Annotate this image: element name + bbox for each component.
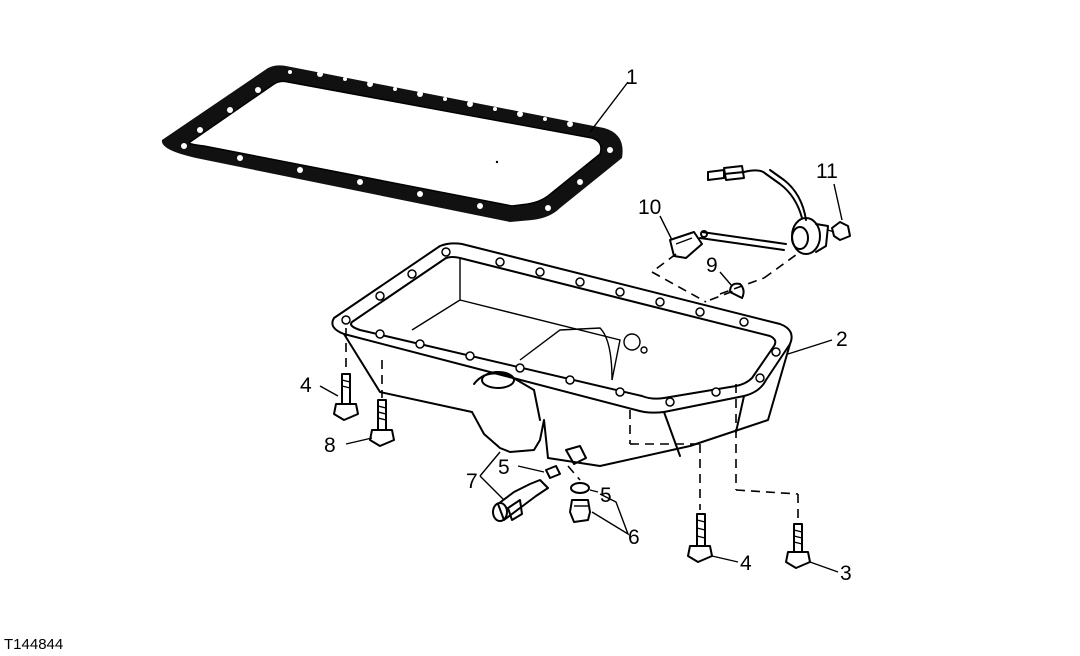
bolt-4-right <box>687 513 713 563</box>
sensor-harness-10 <box>669 165 829 259</box>
callout-7: 7 <box>466 470 478 493</box>
callout-5-lower: 5 <box>600 484 612 507</box>
callout-6: 6 <box>628 526 640 549</box>
bolt-8 <box>369 399 395 447</box>
leader-4-left <box>319 385 339 397</box>
washer-5-upper <box>545 465 561 479</box>
callout-10: 10 <box>638 196 661 219</box>
callout-3: 3 <box>840 562 852 585</box>
callout-4-right: 4 <box>740 552 752 575</box>
leader-3 <box>809 561 839 573</box>
bolt-4-left <box>333 373 359 421</box>
oil-pan <box>331 242 793 467</box>
leader-8 <box>345 437 373 445</box>
callout-2: 2 <box>836 328 848 351</box>
callout-9: 9 <box>706 254 718 277</box>
leader-1 <box>589 81 629 133</box>
callout-5-upper: 5 <box>498 456 510 479</box>
alignment-lines <box>345 251 801 522</box>
drain-plug-6 <box>569 499 591 523</box>
leader-2 <box>787 339 833 355</box>
plug-9 <box>729 282 745 299</box>
oil-pan-gasket <box>161 65 623 222</box>
washer-5-lower <box>570 482 590 494</box>
leader-10 <box>659 215 673 241</box>
leader-5-lower <box>589 489 599 493</box>
leader-11 <box>833 183 843 221</box>
callout-11: 11 <box>816 160 838 183</box>
leader-4-right <box>711 555 739 563</box>
leader-7 <box>479 451 505 501</box>
leader-6 <box>591 493 630 536</box>
leader-9 <box>719 271 733 287</box>
callout-1: 1 <box>626 66 638 89</box>
figure-id: T144844 <box>4 636 64 653</box>
callout-8: 8 <box>324 434 336 457</box>
callout-4-left: 4 <box>300 374 312 397</box>
leader-5-upper <box>517 465 545 473</box>
screw-11 <box>827 221 851 241</box>
bolt-3 <box>785 523 811 569</box>
fitting-7 <box>492 479 549 522</box>
